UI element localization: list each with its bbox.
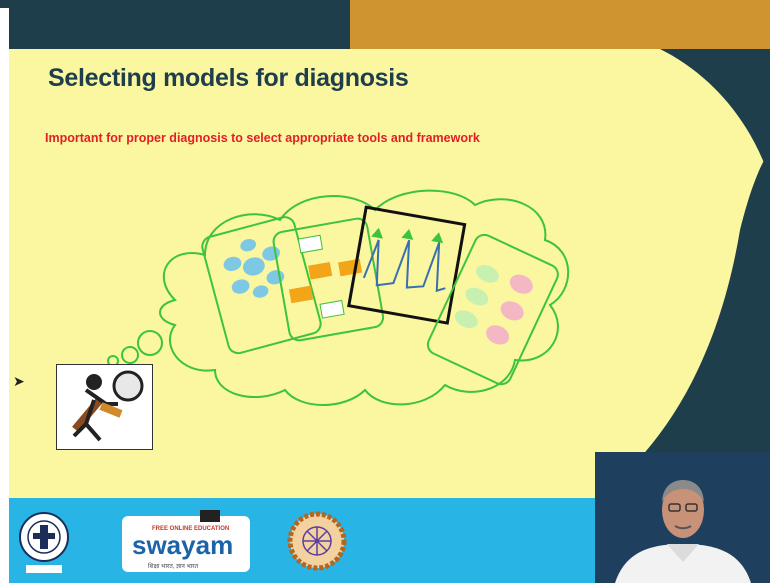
- swayam-small-text: FREE ONLINE EDUCATION: [152, 526, 229, 532]
- slide-subtitle: Important for proper diagnosis to select…: [45, 131, 480, 145]
- network-model-panel: [201, 216, 322, 355]
- slide-title: Selecting models for diagnosis: [48, 64, 409, 92]
- header-band-dark: [0, 0, 350, 49]
- cursor-icon: ➤: [13, 373, 25, 389]
- nptel-logo-icon: [287, 511, 347, 571]
- swayam-logo-icon: FREE ONLINE EDUCATION swayam शिक्षा भारत…: [122, 510, 250, 572]
- swayam-tagline: शिक्षा भारत, ज्ञान भारत: [148, 562, 199, 570]
- presenter-figure-icon: [595, 452, 770, 583]
- iit-kgp-logo-icon: [19, 512, 69, 573]
- flowchart-model-panel: [272, 217, 385, 342]
- swayam-word: swayam: [132, 530, 233, 560]
- decorative-corner: [660, 49, 770, 179]
- thought-cloud-diagram: [107, 189, 570, 406]
- decorative-swoosh: [580, 150, 770, 510]
- signal-model-panel: [347, 205, 467, 325]
- cell-model-panel: [426, 233, 559, 386]
- left-edge: [0, 8, 9, 583]
- presenter-video: [595, 452, 770, 583]
- magnifier-figure-icon: [56, 364, 153, 450]
- flower-network-icon: [223, 239, 285, 298]
- header-band-gold: [350, 0, 770, 49]
